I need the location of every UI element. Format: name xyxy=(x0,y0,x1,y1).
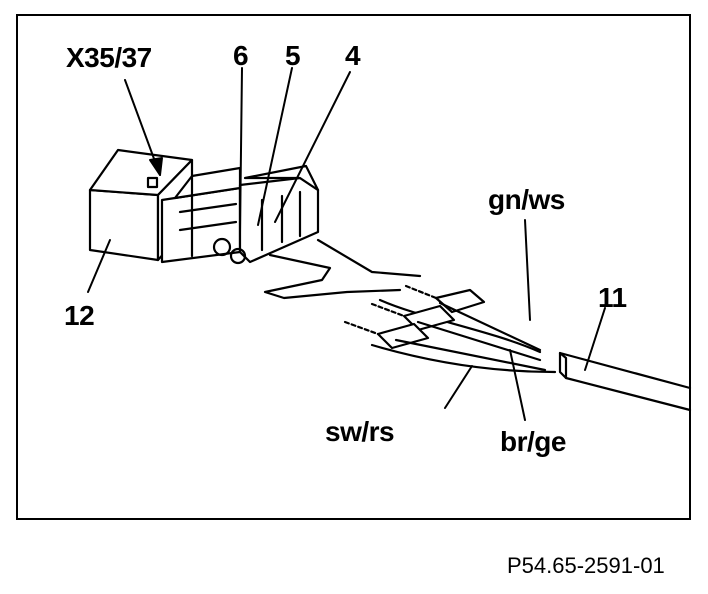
label-cable-11: 11 xyxy=(598,282,627,313)
label-connector-x35-37: X35/37 xyxy=(66,42,152,73)
label-pin-4: 4 xyxy=(345,40,361,71)
contact-carrier xyxy=(212,164,320,265)
label-housing-12: 12 xyxy=(64,300,95,331)
label-pin-5: 5 xyxy=(285,40,301,71)
wire-terminals xyxy=(343,284,547,372)
connector-latch xyxy=(160,166,242,264)
leader-lines xyxy=(87,67,606,421)
diagram-frame xyxy=(16,14,691,520)
wire-bundle-outline xyxy=(263,238,557,374)
label-wire-sw-rs: sw/rs xyxy=(325,416,395,447)
label-wire-br-ge: br/ge xyxy=(500,426,566,457)
cable-jacket xyxy=(558,351,692,412)
label-wire-gn-ws: gn/ws xyxy=(488,184,565,215)
figure-reference: P54.65-2591-01 xyxy=(507,553,665,578)
label-pin-6: 6 xyxy=(233,40,249,71)
